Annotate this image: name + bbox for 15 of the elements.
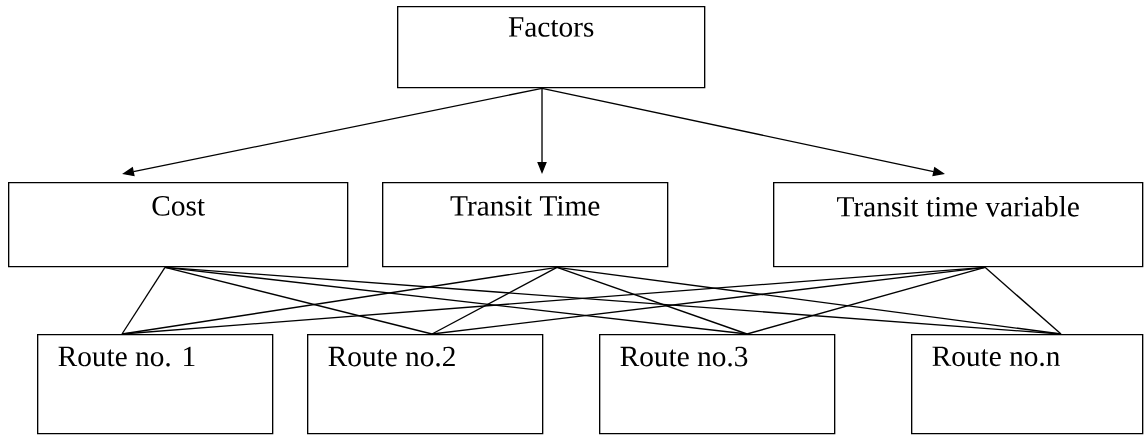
connector-line <box>121 266 166 335</box>
category-box: Cost <box>8 182 349 268</box>
route-box: Route no.3 <box>599 334 836 435</box>
route-box: Route no. 1 <box>37 334 274 435</box>
category-box: Transit Time <box>382 182 669 268</box>
connector-line <box>556 266 748 335</box>
connector-line <box>556 266 1062 335</box>
connector-line <box>984 266 1062 335</box>
route-box: Route no.n <box>911 334 1144 435</box>
connector-line <box>746 266 986 335</box>
connector-line <box>164 266 433 335</box>
category-box: Transit time variable <box>773 182 1144 268</box>
route-box: Route no.2 <box>307 334 544 435</box>
process-box: Factors <box>397 6 706 89</box>
connector-line <box>431 266 558 335</box>
